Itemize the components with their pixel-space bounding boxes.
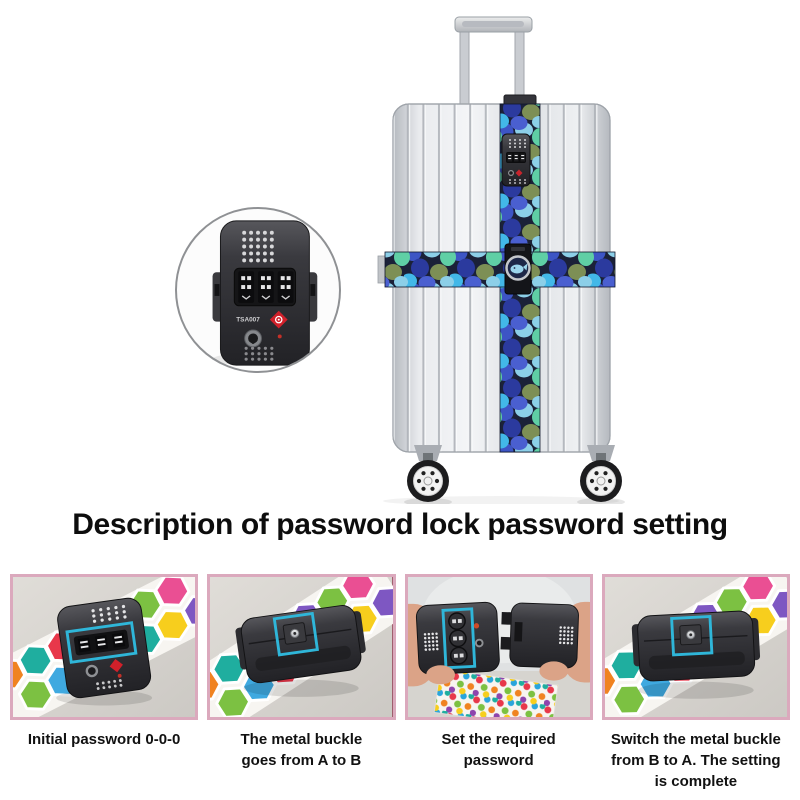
detail-combination-dials — [238, 271, 294, 303]
whale-print-icon — [510, 264, 524, 274]
lock-front — [57, 597, 152, 699]
floor-shadow — [383, 496, 619, 504]
detail-dot-grid-top — [242, 230, 274, 263]
dial-wheels — [447, 612, 468, 665]
step-2-photo — [207, 574, 396, 720]
wheel-right — [577, 445, 625, 504]
step-3-photo — [404, 574, 593, 720]
tsa007-label: TSA007 — [236, 317, 260, 324]
trolley-handle — [454, 16, 533, 109]
lock-half-right — [500, 602, 579, 669]
travel-sentry-logo-icon — [109, 658, 123, 673]
step-3-caption: Set the required password — [441, 731, 556, 769]
right-thumb — [538, 661, 568, 681]
tsa-lock — [501, 133, 531, 187]
strap-buckle-ring — [504, 243, 532, 295]
lock-dot-grid-top — [509, 139, 526, 148]
highlight-box — [65, 621, 138, 664]
instruction-steps: Initial password 0-0-0 The metal buckle … — [10, 574, 790, 792]
step-4: Switch the metal buckle from B to A. The… — [601, 574, 790, 792]
polka-dot-strap — [433, 668, 559, 717]
lock-dot-grid-bottom — [509, 179, 526, 184]
step-3: Set the required password — [404, 574, 593, 792]
lock-half-left — [415, 601, 500, 675]
hero-section: TSA007 — [175, 16, 625, 504]
detail-keyhole-icon — [244, 329, 262, 348]
highlight-box — [440, 607, 476, 670]
wheel-left — [404, 445, 452, 504]
travel-sentry-logo-icon — [515, 169, 523, 177]
step-1: Initial password 0-0-0 — [10, 574, 199, 792]
combination-dials — [507, 153, 525, 162]
lock-zoom-inset: TSA007 — [175, 207, 341, 373]
step-1-caption: Initial password 0-0-0 — [27, 731, 181, 748]
page-title: Description of password lock password se… — [72, 508, 728, 541]
step-2-caption: The metal buckle goes from A to B — [240, 731, 363, 769]
step-2: The metal buckle goes from A to B — [207, 574, 396, 792]
detail-travel-sentry-logo-icon — [269, 310, 288, 329]
lock-back — [629, 608, 763, 684]
step-4-caption: Switch the metal buckle from B to A. The… — [610, 731, 781, 790]
tsa-lock-detail: TSA007 — [212, 220, 318, 367]
step-1-photo — [10, 574, 199, 720]
suitcase-graphic — [377, 16, 625, 504]
left-thumb — [425, 665, 455, 685]
detail-dot-grid-bottom — [244, 346, 274, 361]
reset-indicator-dot — [277, 334, 282, 339]
step-4-photo — [601, 574, 790, 720]
luggage-strap-horizontal — [377, 251, 616, 288]
